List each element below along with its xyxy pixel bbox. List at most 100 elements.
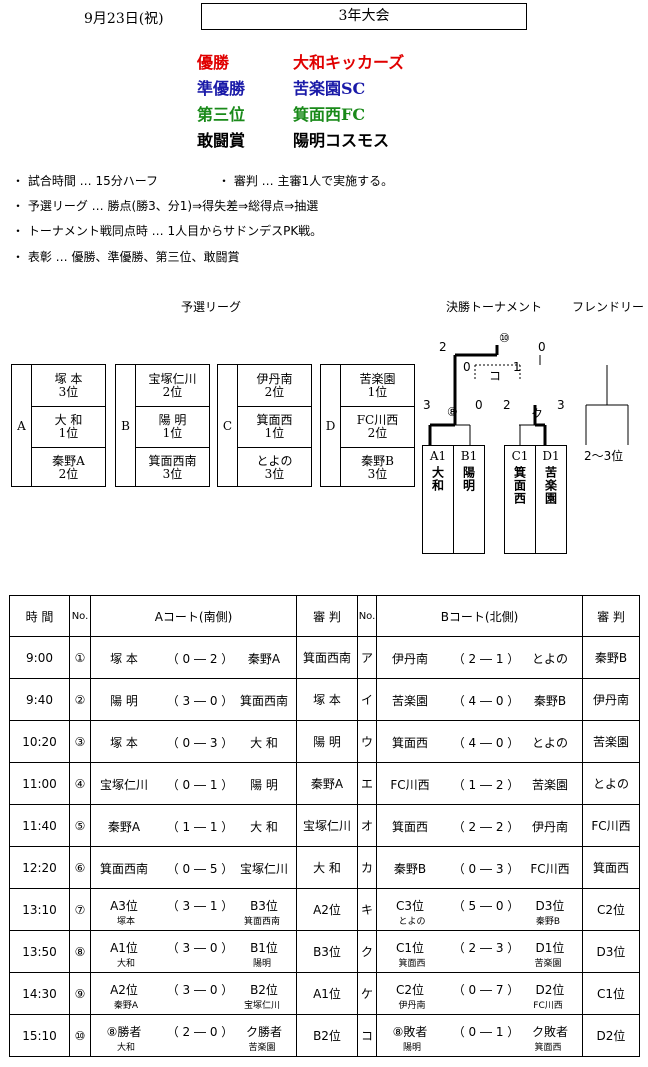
league-section-label: 予選リーグ xyxy=(181,300,242,314)
match-team-1: 宝塚仁川 xyxy=(99,778,148,792)
court-b-match: C1位（ 2 ― 3 ）D1位箕面西苦楽園 xyxy=(376,930,583,973)
group-label: A xyxy=(12,365,32,486)
rule-match-time: ・ 試合時間 … 15分ハーフ xyxy=(12,174,158,188)
referee-a: 大 和 xyxy=(296,846,358,889)
court-b-match: 伊丹南（ 2 ― 1 ）とよの xyxy=(376,636,583,679)
court-a-match: 塚 本（ 0 ― 2 ）秦野A xyxy=(90,636,297,679)
match-team-2: 伊丹南 xyxy=(531,820,568,834)
match-score: （ 4 ― 0 ） xyxy=(452,736,520,750)
referee-b: 秦野B xyxy=(582,636,640,679)
tournament-bracket-lines xyxy=(428,345,629,445)
match-team-2: D2位 xyxy=(535,983,565,997)
friendly-section-label: フレンドリー xyxy=(572,300,645,314)
match-number-b: キ xyxy=(357,888,377,931)
match-number-b: コ xyxy=(357,1014,377,1057)
match-team-1-name: 大和 xyxy=(116,959,135,969)
match-number-b: ク xyxy=(357,930,377,973)
court-b-match: 箕面西（ 2 ― 2 ）伊丹南 xyxy=(376,804,583,847)
match-score: （ 3 ― 0 ） xyxy=(166,941,234,955)
match-team-2-name: FC川西 xyxy=(533,1001,563,1011)
court-a-match: A1位（ 3 ― 0 ）B1位大和陽明 xyxy=(90,930,297,973)
match-score: （ 3 ― 1 ） xyxy=(166,899,234,913)
match-number-b: ア xyxy=(357,636,377,679)
referee-a: 宝塚仁川 xyxy=(296,804,358,847)
match-team-2-name: 宝塚仁川 xyxy=(243,1001,280,1011)
court-a-match: 宝塚仁川（ 0 ― 1 ）陽 明 xyxy=(90,762,297,805)
match-time: 11:00 xyxy=(9,762,70,805)
referee-b: D2位 xyxy=(582,1014,640,1057)
court-a-match: 箕面西南（ 0 ― 5 ）宝塚仁川 xyxy=(90,846,297,889)
match-team-1: 陽 明 xyxy=(110,694,138,708)
match-number-a: ② xyxy=(69,678,91,721)
court-a-match: 秦野A（ 1 ― 1 ）大 和 xyxy=(90,804,297,847)
tournament-section-label: 決勝トーナメント xyxy=(446,300,543,314)
header-court-a: Aコート(南側) xyxy=(90,595,297,637)
match-team-1-name: とよの xyxy=(398,917,426,927)
match-team-2: 陽 明 xyxy=(250,778,278,792)
header-ref-b: 審 判 xyxy=(582,595,640,637)
match-team-2: 箕面西南 xyxy=(239,694,288,708)
match-score: （ 2 ― 0 ） xyxy=(166,1025,234,1039)
match-score: （ 0 ― 2 ） xyxy=(166,652,234,666)
referee-b: C1位 xyxy=(582,972,640,1015)
match-number-b: ウ xyxy=(357,720,377,763)
match-time: 15:10 xyxy=(9,1014,70,1057)
referee-b: とよの xyxy=(582,762,640,805)
bracket-slot-b1: B1 陽明 xyxy=(453,445,485,554)
match-schedule-table: 時 間 No. Aコート(南側) 審 判 No. Bコート(北側) 審 判 9:… xyxy=(9,595,640,1057)
match-number-b: イ xyxy=(357,678,377,721)
match-time: 13:50 xyxy=(9,930,70,973)
court-b-match: ⑧敗者（ 0 ― 1 ）ク敗者陽明箕面西 xyxy=(376,1014,583,1057)
match-team-1: 苦楽園 xyxy=(391,694,428,708)
referee-a: B2位 xyxy=(296,1014,358,1057)
match-team-1: A2位 xyxy=(110,983,138,997)
match-team-2: 宝塚仁川 xyxy=(239,862,288,876)
match-team-2: とよの xyxy=(531,652,568,666)
header-ref-a: 審 判 xyxy=(296,595,358,637)
match-score: （ 1 ― 2 ） xyxy=(452,778,520,792)
match-score: （ 2 ― 2 ） xyxy=(452,820,520,834)
match-team-2: 大 和 xyxy=(250,736,278,750)
match-team-2: D3位 xyxy=(535,899,565,913)
award-team-1: 大和キッカーズ xyxy=(293,53,405,72)
court-a-match: 塚 本（ 0 ― 3 ）大 和 xyxy=(90,720,297,763)
match-team-2: 苦楽園 xyxy=(531,778,568,792)
match-score: （ 3 ― 0 ） xyxy=(166,694,234,708)
match-team-1: 塚 本 xyxy=(110,736,138,750)
match-team-1: 塚 本 xyxy=(110,652,138,666)
award-team-3: 箕面西FC xyxy=(293,105,366,124)
referee-a: A1位 xyxy=(296,972,358,1015)
match-team-2: ク敗者 xyxy=(531,1025,568,1039)
third-score-right: 1 xyxy=(513,360,521,374)
match-team-1-name: 陽明 xyxy=(402,1043,421,1053)
match-time: 9:00 xyxy=(9,636,70,679)
referee-b: 箕面西 xyxy=(582,846,640,889)
match-time: 13:10 xyxy=(9,888,70,931)
match-team-2-name: 秦野B xyxy=(535,917,561,927)
semi2-match-mark: ク xyxy=(531,407,544,421)
match-time: 11:40 xyxy=(9,804,70,847)
rule-referee: ・ 審判 … 主審1人で実施する。 xyxy=(218,174,394,188)
referee-b: 苦楽園 xyxy=(582,720,640,763)
match-team-2: 大 和 xyxy=(250,820,278,834)
friendly-match-label: 2～3位 xyxy=(584,449,624,463)
match-score: （ 2 ― 3 ） xyxy=(452,941,520,955)
event-date: 9月23日(祝) xyxy=(84,11,164,27)
bracket-slot-c1: C1 箕面西 xyxy=(504,445,536,554)
match-team-2: B1位 xyxy=(250,941,278,955)
award-label-2: 準優勝 xyxy=(197,79,246,98)
rule-awards: ・ 表彰 … 優勝、準優勝、第三位、敢闘賞 xyxy=(12,250,240,264)
match-time: 12:20 xyxy=(9,846,70,889)
